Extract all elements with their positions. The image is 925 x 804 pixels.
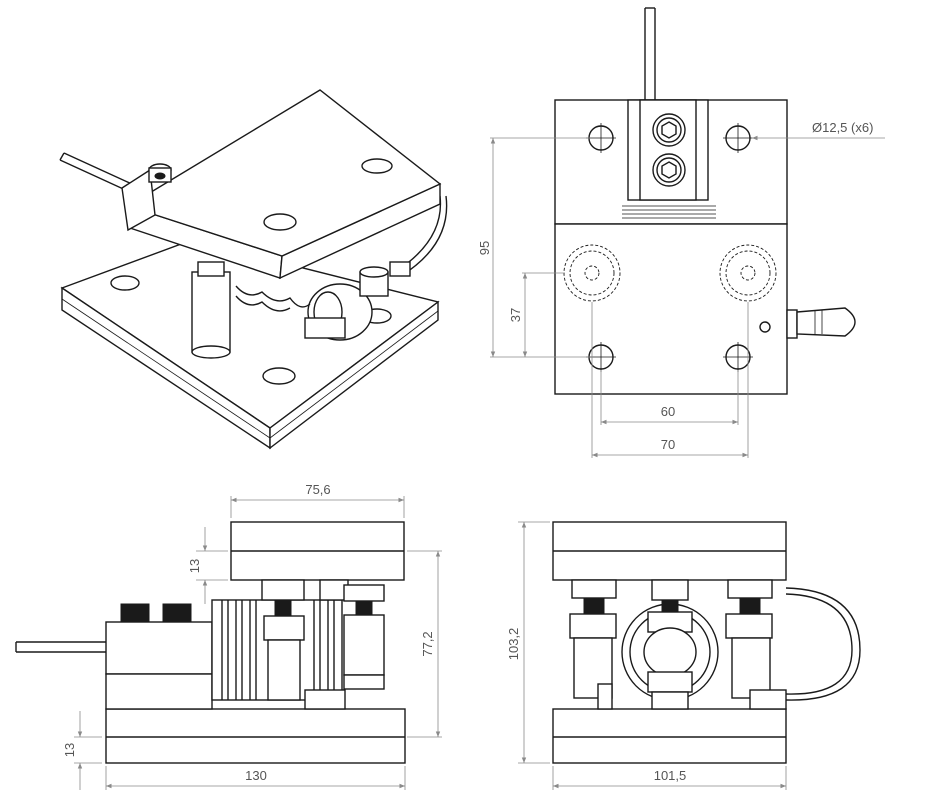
dim-13-top: 13 <box>187 559 202 573</box>
top-view: Ø12,5 (x6) 95 37 60 70 <box>477 7 885 458</box>
dim-13-base: 13 <box>62 743 77 757</box>
dim-60: 60 <box>661 404 675 419</box>
cable-gland <box>786 307 856 339</box>
dim-130: 130 <box>245 768 267 783</box>
dim-77-2: 77,2 <box>420 631 435 656</box>
iso-mechanics <box>191 195 448 359</box>
front-base-plate <box>552 708 787 764</box>
cable-clamp <box>622 99 716 219</box>
dim-103-2: 103,2 <box>506 628 521 661</box>
iso-top-plate <box>121 89 442 280</box>
front-view: 103,2 101,5 <box>506 521 861 790</box>
dim-95: 95 <box>477 241 492 255</box>
load-ring <box>621 579 719 710</box>
hex-bolt-icon <box>652 113 686 147</box>
top-view-lower-body <box>554 223 788 395</box>
front-view-dimensions <box>518 521 787 790</box>
dim-37: 37 <box>508 308 523 322</box>
side-base-plate <box>105 708 406 764</box>
hole-callout: Ø12,5 (x6) <box>812 120 873 135</box>
side-view: 75,6 13 77,2 13 130 <box>15 482 442 790</box>
dim-101-5: 101,5 <box>654 768 687 783</box>
side-view-dimensions <box>74 496 442 790</box>
top-view-dimensions <box>490 135 885 458</box>
dim-75-6: 75,6 <box>305 482 330 497</box>
iso-cable <box>59 152 135 193</box>
isometric-view <box>59 89 448 450</box>
dim-70: 70 <box>661 437 675 452</box>
hex-bolt-icon <box>652 153 686 187</box>
